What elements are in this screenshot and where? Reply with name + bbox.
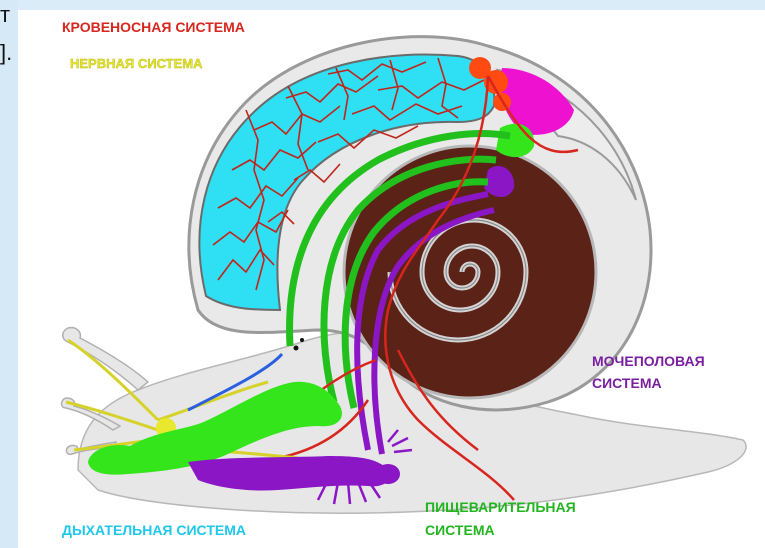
reproductive-sac: [376, 464, 400, 484]
cropped-text-fragment: т: [0, 2, 10, 28]
reproductive-system-label-2: СИСТЕМА: [592, 375, 662, 391]
digestive-system-label-2: СИСТЕМА: [425, 522, 495, 538]
left-edge-strip: т ].: [0, 0, 18, 548]
respiratory-system-label: ДЫХАТЕЛЬНАЯ СИСТЕМА: [62, 522, 246, 538]
snail-anatomy-diagram: КРОВЕНОСНАЯ СИСТЕМА НЕРВНАЯ СИСТЕМА МОЧЕ…: [18, 10, 765, 548]
blood-system-label: КРОВЕНОСНАЯ СИСТЕМА: [62, 19, 245, 35]
digestive-gland-top: [496, 124, 534, 157]
digestive-system-label-1: ПИЩЕВАРИТЕЛЬНАЯ: [425, 499, 576, 515]
snail-anatomy-svg: КРОВЕНОСНАЯ СИСТЕМА НЕРВНАЯ СИСТЕМА МОЧЕ…: [18, 10, 765, 548]
cropped-text-fragment: ].: [0, 40, 12, 66]
reproductive-system-label-1: МОЧЕПОЛОВАЯ: [592, 353, 705, 369]
nervous-system-label: НЕРВНАЯ СИСТЕМА: [70, 56, 203, 71]
